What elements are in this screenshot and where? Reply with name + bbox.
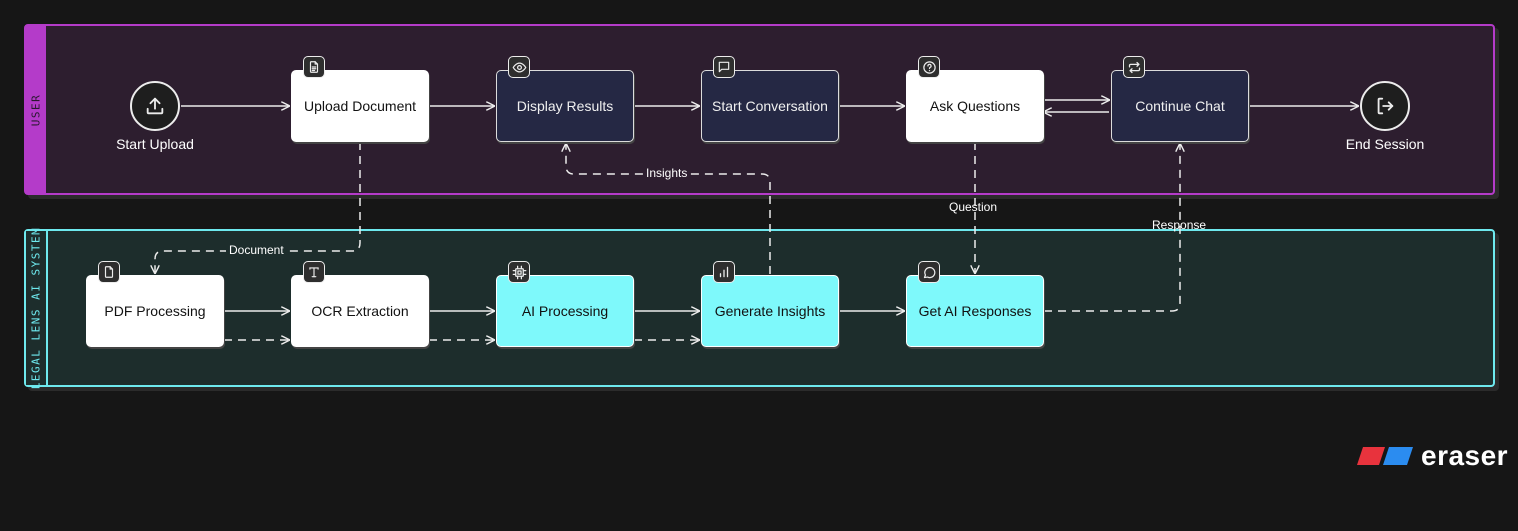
node-label: Generate Insights (714, 303, 826, 319)
logout-icon (1377, 97, 1394, 115)
node-ask-questions[interactable]: Ask Questions (906, 70, 1044, 142)
node-label: Get AI Responses (918, 303, 1032, 319)
node-ai-processing[interactable]: AI Processing (496, 275, 634, 347)
edge-label-insights: Insights (643, 166, 691, 180)
chip-icon (508, 261, 530, 283)
node-label: Start Conversation (712, 98, 828, 114)
eraser-logo: eraser (1357, 440, 1508, 472)
repeat-icon (1123, 56, 1145, 78)
node-get-ai-responses[interactable]: Get AI Responses (906, 275, 1044, 347)
message-circle-icon (918, 261, 940, 283)
edge-label-document: Document (226, 243, 287, 257)
lane-system-header: LEGAL LENS AI SYSTEM (26, 227, 48, 389)
node-label: Upload Document (303, 98, 417, 114)
eraser-logo-text: eraser (1421, 440, 1509, 471)
start-upload-label: Start Upload (116, 136, 194, 152)
text-icon (303, 261, 325, 283)
edge-label-response: Response (1152, 218, 1207, 232)
node-label: Ask Questions (929, 98, 1021, 114)
node-display-results[interactable]: Display Results (496, 70, 634, 142)
edge-document (155, 142, 361, 273)
node-upload-document[interactable]: Upload Document (291, 70, 429, 142)
lane-user-header: USER (26, 26, 46, 193)
edge-response (1044, 144, 1180, 312)
node-label: AI Processing (521, 303, 609, 319)
node-label: OCR Extraction (311, 303, 409, 319)
chat-bubble-icon (713, 56, 735, 78)
node-generate-insights[interactable]: Generate Insights (701, 275, 839, 347)
eye-icon (508, 56, 530, 78)
edge-label-question: Question (949, 200, 998, 214)
node-start-conversation[interactable]: Start Conversation (701, 70, 839, 142)
node-label: PDF Processing (104, 303, 206, 319)
node-ocr-extraction[interactable]: OCR Extraction (291, 275, 429, 347)
bar-chart-icon (713, 261, 735, 283)
node-label: Continue Chat (1135, 98, 1225, 114)
node-pdf-processing[interactable]: PDF Processing (86, 275, 224, 347)
end-session-node[interactable] (1360, 81, 1410, 131)
node-label: Display Results (516, 98, 614, 114)
eraser-logo-icon (1357, 447, 1413, 465)
lane-user: USER (24, 24, 1495, 195)
file-icon (98, 261, 120, 283)
end-session-label: End Session (1345, 136, 1425, 152)
edge-insights (566, 144, 771, 274)
question-icon (918, 56, 940, 78)
document-icon (303, 56, 325, 78)
upload-icon (146, 97, 164, 115)
node-continue-chat[interactable]: Continue Chat (1111, 70, 1249, 142)
start-upload-node[interactable] (130, 81, 180, 131)
